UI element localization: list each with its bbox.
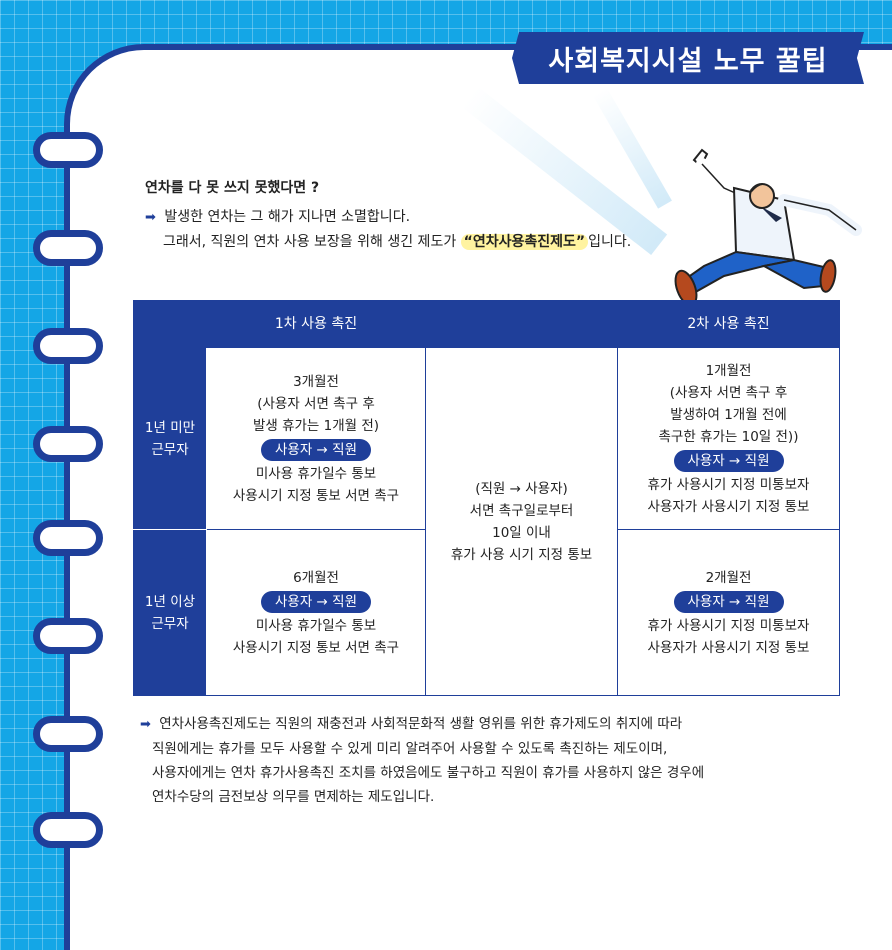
table-row: 1년 이상 근무자 6개월전 사용자 → 직원 미사용 휴가일수 통보 사용시기… [133, 529, 840, 696]
intro-line-1: 발생한 연차는 그 해가 지나면 소멸합니다. [164, 209, 411, 225]
row-label: 1년 이상 근무자 [133, 529, 207, 696]
outro-line: 사용자에게는 연차 휴가사용촉진 조치를 하였음에도 불구하고 직원이 휴가를 … [152, 765, 705, 781]
intro-line-2-pre: 그래서, 직원의 연차 사용 보장을 위해 생긴 제도가 [163, 234, 461, 250]
notebook-ring-icon [33, 812, 103, 848]
table-header: 2차 사용 촉진 [617, 300, 840, 348]
title-banner: 사회복지시설 노무 꿀팁 [512, 32, 864, 84]
notebook-ring-icon [33, 230, 103, 266]
notebook-ring-icon [33, 426, 103, 462]
intro-heading: 연차를 다 못 쓰지 못했다면 ? [145, 180, 320, 196]
notebook-ring-icon [33, 328, 103, 364]
outro-text: ➡ 연차사용촉진제도는 직원의 재충전과 사회적문화적 생활 영위를 위한 휴가… [140, 712, 704, 809]
notebook-ring-icon [33, 132, 103, 168]
second-promotion-cell: 1개월전 (사용자 서면 촉구 후 발생하여 1개월 전에 촉구한 휴가는 10… [617, 347, 840, 530]
table-header [133, 300, 207, 348]
arrow-right-icon: ➡ [145, 210, 156, 225]
outro-line: 연차사용촉진제도는 직원의 재충전과 사회적문화적 생활 영위를 위한 휴가제도… [159, 716, 683, 732]
notebook-ring-icon [33, 716, 103, 752]
banner-title: 사회복지시설 노무 꿀팁 [548, 45, 828, 77]
direction-badge: 사용자 → 직원 [673, 590, 784, 613]
notebook-ring-icon [33, 618, 103, 654]
direction-badge: 사용자 → 직원 [673, 449, 784, 472]
first-promotion-cell: 3개월전 (사용자 서면 촉구 후 발생 휴가는 1개월 전) 사용자 → 직원… [206, 347, 426, 530]
pointing-man-illustration [674, 148, 862, 307]
intro-line-2-post: 입니다. [588, 234, 632, 250]
leave-promotion-table: 1차 사용 촉진 2차 사용 촉진 1년 미만 근무자 3개월전 (사용자 서면… [133, 300, 840, 696]
intro-text: ➡ 발생한 연차는 그 해가 지나면 소멸합니다. 그래서, 직원의 연차 사용… [145, 205, 631, 254]
notebook-ring-icon [33, 520, 103, 556]
second-promotion-cell: 2개월전 사용자 → 직원 휴가 사용시기 지정 미통보자 사용자가 사용시기 … [617, 529, 840, 696]
middle-cell: (직원 → 사용자) 서면 촉구일로부터 10일 이내 휴가 사용 시기 지정 … [425, 347, 618, 696]
outro-line: 연차수당의 금전보상 의무를 면제하는 제도입니다. [152, 789, 435, 805]
highlighted-term: “연차사용촉진제도” [460, 234, 589, 250]
outro-line: 직원에게는 휴가를 모두 사용할 수 있게 미리 알려주어 사용할 수 있도록 … [152, 741, 668, 757]
table-header [425, 300, 618, 348]
first-promotion-cell: 6개월전 사용자 → 직원 미사용 휴가일수 통보 사용시기 지정 통보 서면 … [206, 529, 426, 696]
table-header: 1차 사용 촉진 [206, 300, 426, 348]
table-header-row: 1차 사용 촉진 2차 사용 촉진 [133, 300, 840, 348]
direction-badge: 사용자 → 직원 [261, 438, 371, 461]
row-label: 1년 미만 근무자 [133, 347, 207, 530]
arrow-right-icon: ➡ [140, 717, 151, 732]
table-row: 1년 미만 근무자 3개월전 (사용자 서면 촉구 후 발생 휴가는 1개월 전… [133, 347, 840, 696]
direction-badge: 사용자 → 직원 [261, 590, 371, 613]
